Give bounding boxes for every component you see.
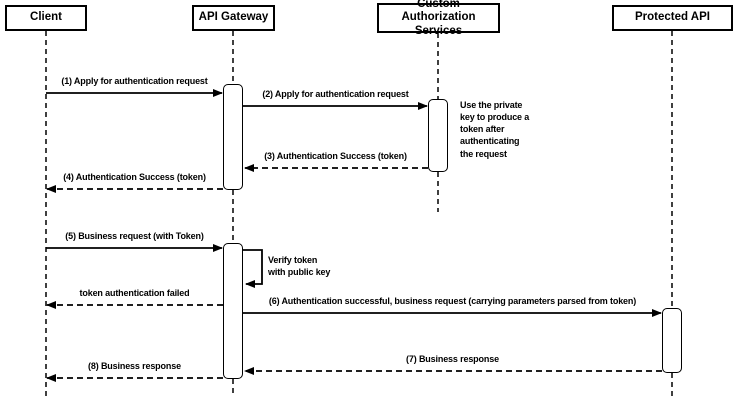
actor-label-api-gateway: API Gateway (198, 11, 269, 24)
message-label-1: (1) Apply for authentication request (61, 76, 208, 86)
actor-label-client: Client (30, 11, 62, 24)
self-message-loop (243, 249, 263, 288)
activation-api-gateway-2 (223, 243, 243, 379)
activation-api-gateway-1 (223, 84, 243, 190)
message-label-6: token authentication failed (79, 288, 190, 298)
actor-box-client: Client (5, 5, 87, 31)
actor-label-protected-api: Protected API (635, 11, 710, 24)
message-label-5: (5) Business request (with Token) (65, 231, 204, 241)
message-label-7: (6) Authentication successful, business … (268, 296, 637, 306)
message-label-4: (4) Authentication Success (token) (63, 172, 206, 182)
actor-box-api-gateway: API Gateway (192, 5, 275, 31)
activation-custom-authorization-services (428, 99, 448, 172)
activation-protected-api (662, 308, 682, 373)
actor-label-custom-authorization-services: Custom Authorization Services (401, 0, 476, 37)
message-label-2: (2) Apply for authentication request (262, 89, 409, 99)
message-label-8: (7) Business response (406, 354, 499, 364)
self-message-label: Verify token with public key (268, 255, 331, 278)
actor-box-custom-authorization-services: Custom Authorization Services (377, 0, 500, 37)
message-label-9: (8) Business response (88, 361, 181, 371)
message-label-3: (3) Authentication Success (token) (264, 151, 407, 161)
note-private-key: Use the private key to produce a token a… (460, 100, 530, 159)
actor-box-protected-api: Protected API (612, 5, 733, 31)
